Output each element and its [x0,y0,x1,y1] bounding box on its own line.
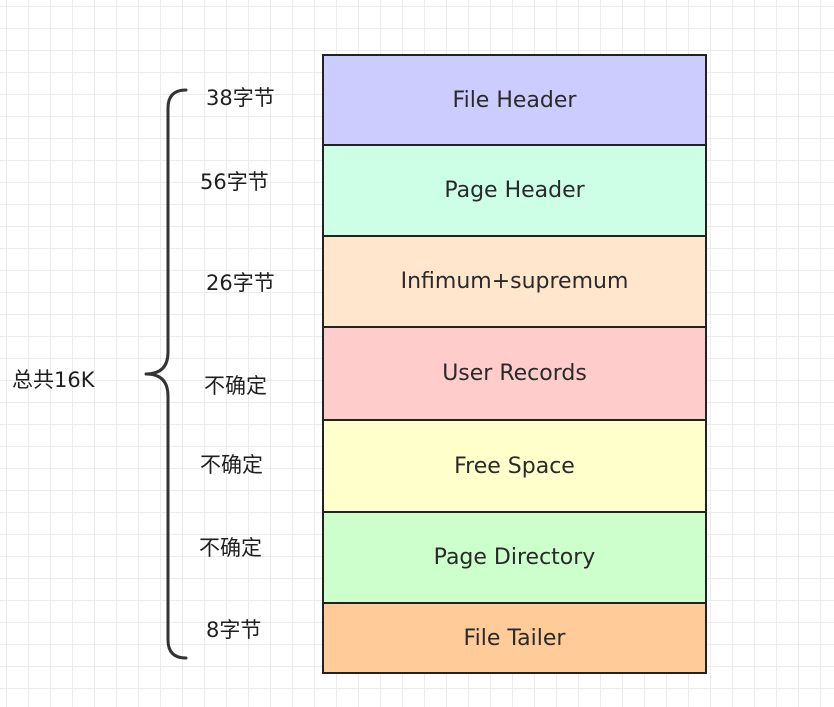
block-file-tailer: File Tailer [324,604,705,672]
block-free-space: Free Space [324,421,705,513]
size-label-file-header: 38字节 [206,86,275,110]
size-label-user-records: 不确定 [204,374,267,398]
block-file-header: File Header [324,56,705,146]
size-label-free-space: 不确定 [200,453,263,477]
block-user-records: User Records [324,328,705,421]
size-label-file-tailer: 8字节 [206,618,262,642]
block-page-directory: Page Directory [324,513,705,604]
total-size-label: 总共16K [12,368,95,392]
size-label-infimum-supremum: 26字节 [206,271,275,295]
page-structure-stack: File Header Page Header Infimum+supremum… [322,54,707,674]
size-label-page-header: 56字节 [200,170,269,194]
curly-brace [144,88,188,660]
size-label-page-directory: 不确定 [199,536,262,560]
block-infimum-supremum: Infimum+supremum [324,237,705,328]
block-page-header: Page Header [324,146,705,237]
